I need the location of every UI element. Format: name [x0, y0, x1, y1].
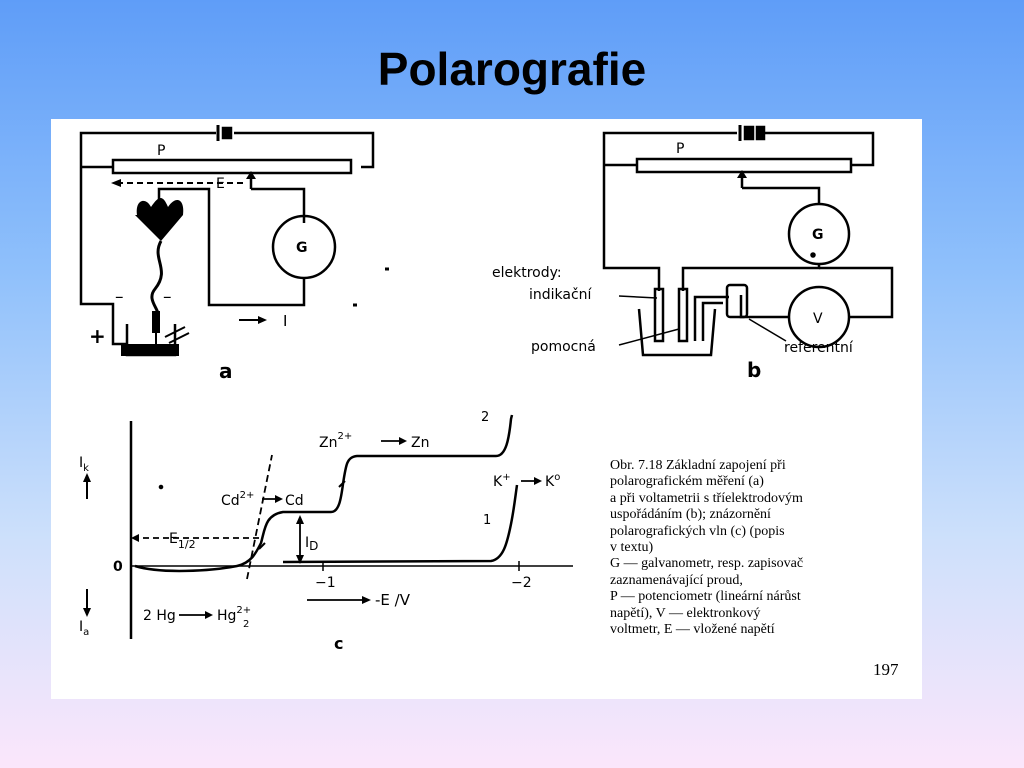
axis-tick-minus-2: −2: [511, 575, 532, 591]
diagram-a-label: a: [219, 359, 233, 383]
potentiometer-label-a: P: [157, 143, 165, 159]
curve-1-label: 1: [483, 513, 491, 528]
caption-line: voltmetr, E — vložené napětí: [610, 622, 775, 638]
voltmeter-label-b: V: [813, 311, 823, 327]
k-reaction-label: K+Ko: [493, 472, 560, 490]
potentiometer-b: [635, 157, 853, 174]
caption-line: a při voltametrii s tříelektrodovým: [610, 490, 803, 506]
minus-bottom-label-a: –: [115, 287, 124, 307]
caption-line: G — galvanometr, resp. zapisovač: [610, 556, 804, 572]
galvanometer-label-b: G: [812, 227, 824, 243]
plus-label-a: +: [89, 324, 106, 348]
polarographic-curve-1: [282, 484, 519, 564]
mercury-reservoir: [136, 198, 184, 215]
battery-icon-a: [216, 125, 233, 141]
diagram-b-label: b: [747, 358, 761, 382]
half-wave-potential-label: E1/2: [169, 531, 196, 551]
polarographic-curve-2: [134, 414, 514, 573]
reference-electrode-label: referentní: [784, 340, 854, 356]
page-number: 197: [873, 660, 899, 679]
slide-title: Polarografie: [377, 43, 647, 95]
galvanometer-label-a: G: [296, 240, 308, 256]
current-label-a: I: [283, 312, 287, 330]
electrodes-label: elektrody:: [492, 265, 562, 281]
caption-line: P — potenciometr (lineární nárůst: [610, 589, 801, 605]
axis-tick-minus-1: −1: [315, 575, 336, 591]
diagram-c-label: c: [334, 634, 343, 653]
caption-line: Obr. 7.18 Základní zapojení při: [610, 458, 786, 473]
curve-2-label: 2: [481, 410, 489, 425]
caption-line: v textu): [610, 540, 654, 556]
indicator-electrode-label: indikační: [529, 287, 593, 303]
figure-svg: P E G I – – + a: [79, 125, 894, 653]
caption-line: polarografických vln (c) (popis: [610, 523, 785, 539]
diffusion-current-label: ID: [305, 535, 318, 553]
potentiometer-label-b: P: [676, 141, 684, 157]
axis-zero-label: 0: [113, 559, 123, 575]
caption-line: uspořádáním (b); znázornění: [610, 507, 771, 523]
cd-reaction-label: Cd2+Cd: [221, 490, 304, 509]
anodic-current-label: Ia: [79, 619, 89, 638]
cathodic-current-label: Ik: [79, 455, 89, 474]
diagram-b: [602, 125, 894, 357]
caption-line: polarografickém měření (a): [610, 474, 764, 490]
battery-icon-b: [738, 125, 766, 141]
figure-panel: P E G I – – + a: [51, 119, 922, 699]
potentiometer-a: [111, 158, 353, 175]
caption-line: zaznamenávající proud,: [610, 572, 743, 588]
zn-reaction-label: Zn2+Zn: [319, 431, 429, 451]
figure-caption: Obr. 7.18 Základní zapojení při polarogr…: [610, 458, 910, 638]
voltage-label-a: E: [216, 176, 225, 192]
auxiliary-electrode-label: pomocná: [531, 339, 596, 355]
caption-line: napětí), V — elektronkový: [610, 605, 761, 621]
minus-top-label-a: –: [163, 287, 172, 307]
diagram-c: [83, 414, 573, 639]
diagram-a: [79, 125, 389, 357]
x-axis-label: -E /V: [375, 591, 411, 609]
